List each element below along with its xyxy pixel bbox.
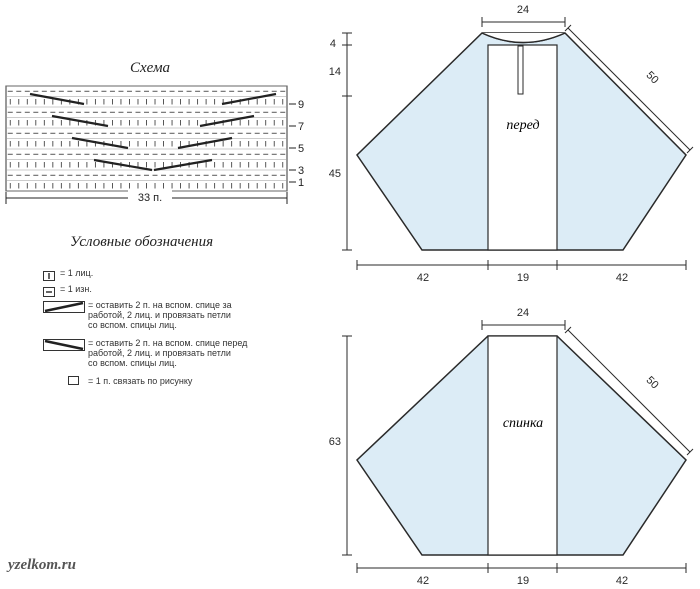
dim-label: 4 [330, 38, 336, 50]
dim-label: 45 [329, 168, 341, 180]
dim-label: 63 [329, 436, 341, 448]
cable-crossing-line [199, 114, 255, 128]
dim-label: 14 [329, 66, 341, 78]
width-label: 33 п. [138, 192, 162, 204]
scheme-title: Схема [130, 60, 171, 76]
front-panel: перед [356, 32, 687, 251]
dim-label: 42 [417, 272, 429, 284]
dim-label: 24 [517, 307, 529, 319]
back-panel: спинка [356, 335, 687, 556]
dim-label: 19 [517, 272, 529, 284]
row-numbers: 9 7 5 3 1 [289, 99, 304, 189]
row-label: 9 [298, 99, 304, 111]
back-center-strip [487, 335, 558, 556]
cable-crossing-line [221, 92, 277, 106]
legend-text: = 1 п. связать по рисунку [88, 376, 193, 386]
front-label: перед [506, 118, 539, 133]
front-side-dim-line [567, 27, 691, 151]
cable-crossing-line [29, 92, 85, 106]
cable-crossing-line [177, 136, 233, 150]
legend-item [43, 300, 85, 318]
dim-label: 19 [517, 575, 529, 587]
dim-label: 50 [644, 69, 661, 86]
row-label: 5 [298, 143, 304, 155]
legend-text: = оставить 2 п. на вспом. спице перед ра… [88, 338, 248, 368]
legend-title: Условные обозначения [70, 234, 214, 250]
legend-text: = 1 изн. [60, 284, 92, 294]
front-slit [517, 45, 524, 95]
legend-text: = оставить 2 п. на вспом. спице за работ… [88, 300, 232, 330]
row-label: 3 [298, 165, 304, 177]
row-label: 1 [298, 177, 304, 189]
legend-item [43, 338, 85, 356]
back-label: спинка [503, 416, 543, 431]
dim-label: 24 [517, 4, 529, 16]
purl-symbol-icon [43, 287, 55, 297]
pattern-stitch-symbol-icon [68, 376, 79, 385]
cable-crossings [29, 92, 277, 172]
back-side-dim-line [567, 329, 691, 453]
legend-text: = 1 лиц. [60, 268, 94, 278]
cable-crossing-line [93, 158, 153, 172]
cable-crossing-line [153, 158, 213, 172]
legend-item [43, 284, 55, 302]
dim-label: 42 [616, 272, 628, 284]
scheme-width-dimension: 33 п. [5, 190, 288, 204]
cable-crossing-line [51, 114, 109, 128]
dim-label: 42 [417, 575, 429, 587]
knit-symbol-icon [43, 271, 55, 281]
row-label: 7 [298, 121, 304, 133]
dim-label: 42 [616, 575, 628, 587]
dim-label: 50 [644, 374, 661, 391]
stitch-grid [5, 85, 288, 192]
cable-back-symbol-icon [43, 301, 85, 313]
scheme-chart: 9 7 5 3 1 33 п. [5, 85, 304, 204]
watermark: yzelkom.ru [8, 557, 76, 573]
cable-crossing-line [71, 136, 129, 150]
legend-item [43, 268, 55, 286]
cable-front-symbol-icon [43, 339, 85, 351]
legend-item [68, 376, 79, 385]
